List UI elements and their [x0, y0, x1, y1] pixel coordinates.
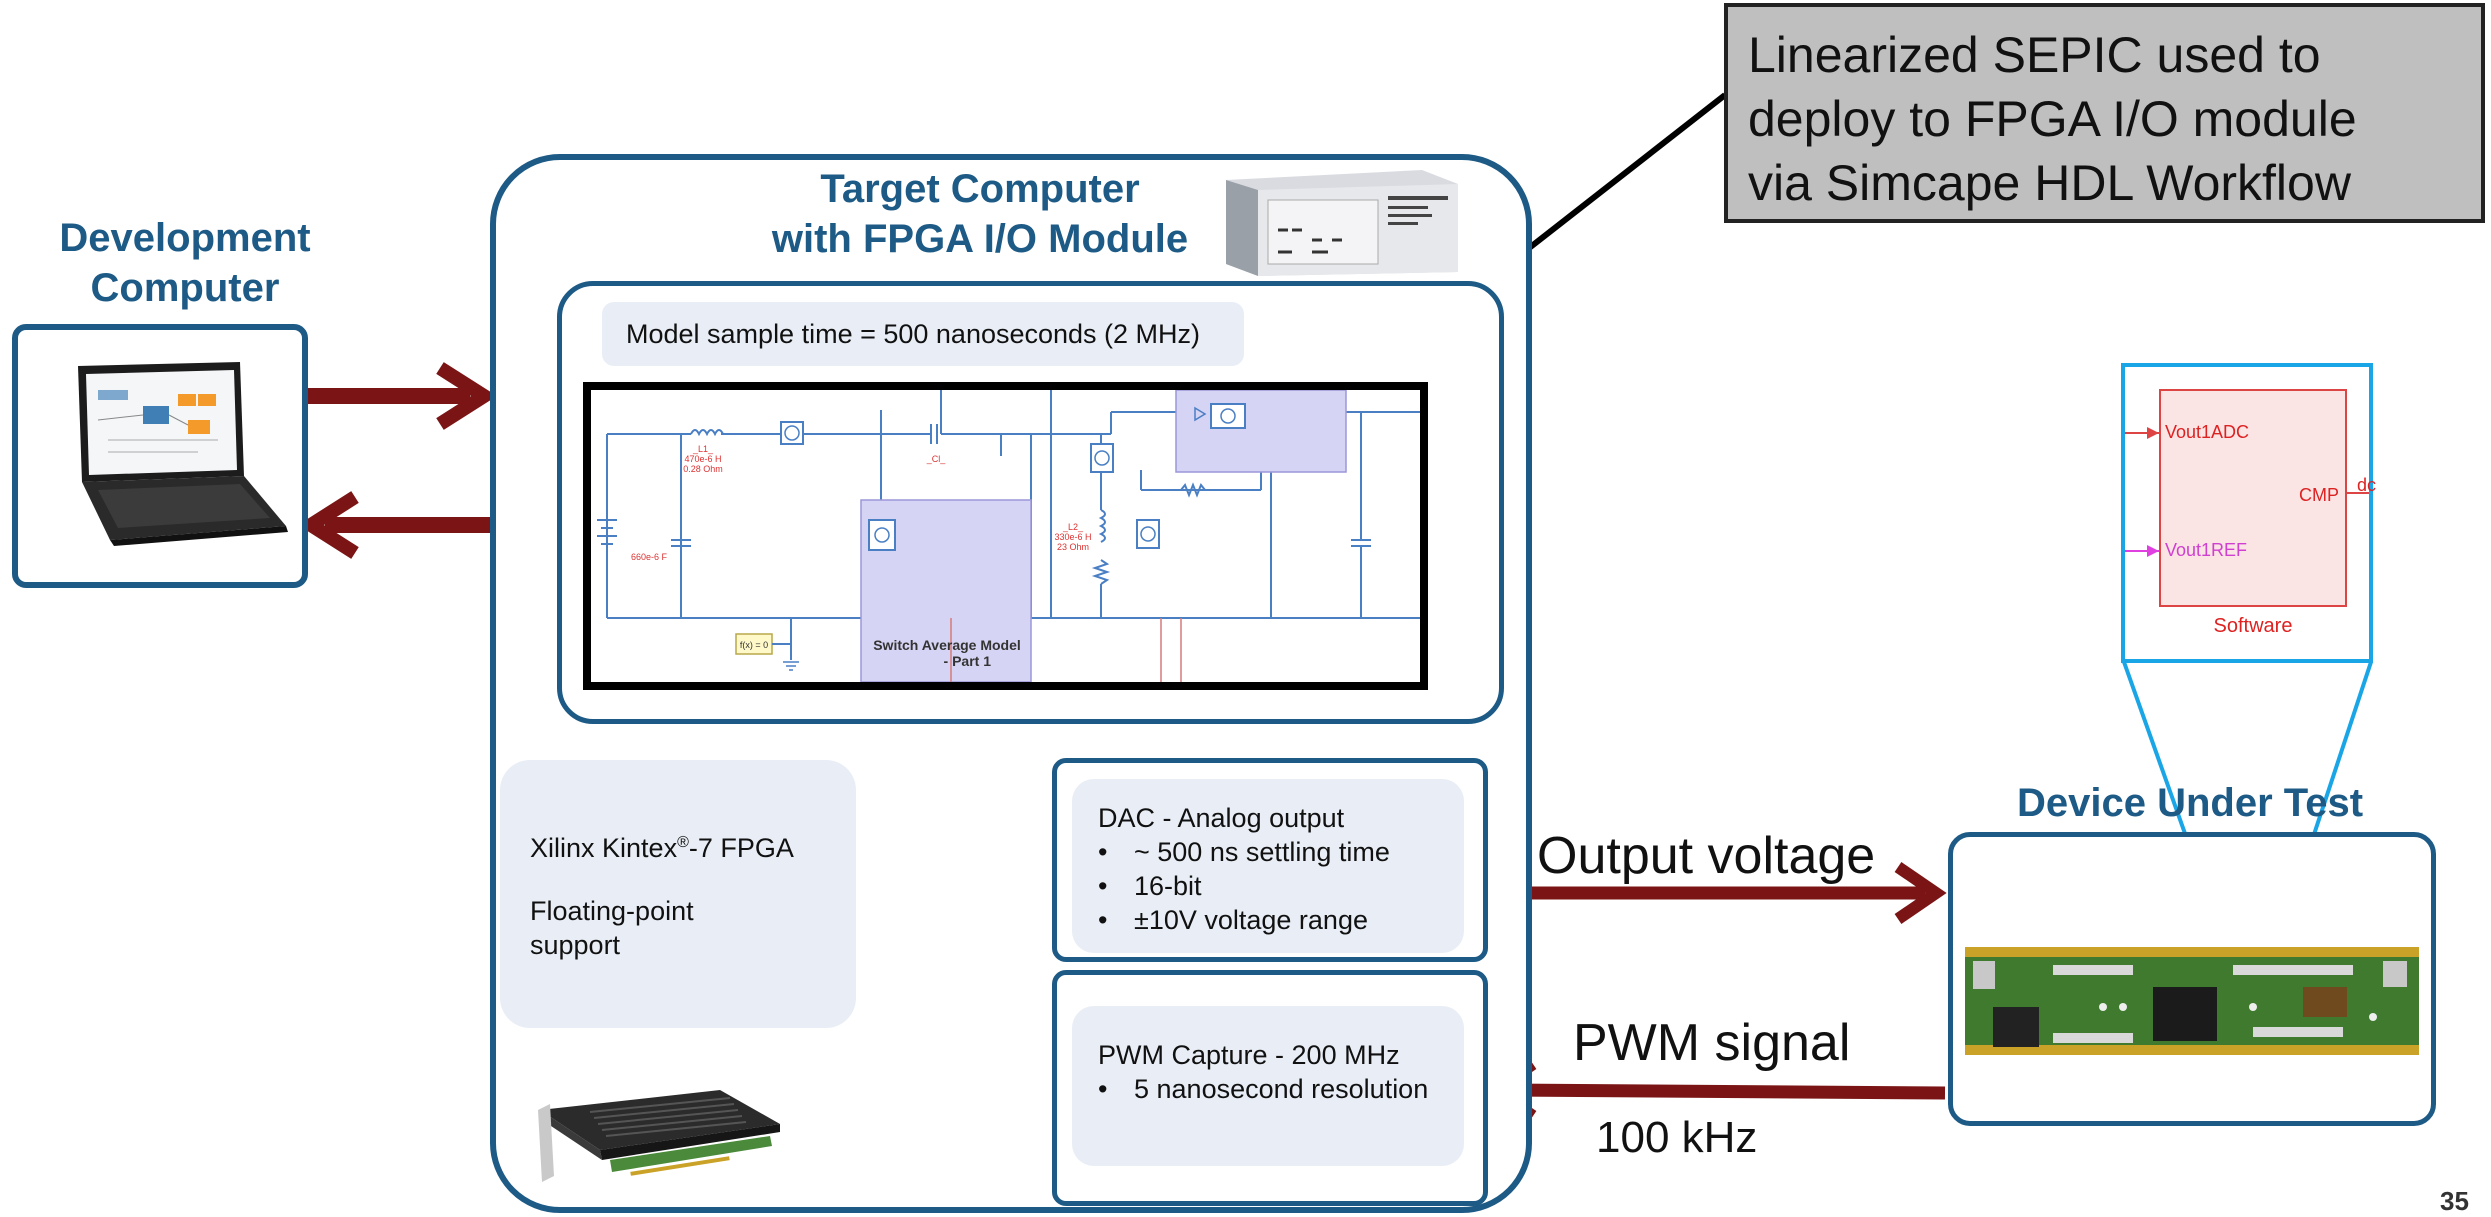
target-to-dev-arrow	[297, 491, 490, 559]
solver-label: f(x) = 0	[740, 640, 768, 650]
l1-name: _L1_	[692, 444, 714, 454]
dac-title: DAC - Analog output	[1098, 803, 1345, 833]
software-port-1: Vout1ADC	[2165, 422, 2250, 442]
laptop-image	[78, 362, 288, 546]
launchpad-board-image	[1965, 947, 2419, 1055]
callout-line-1: Linearized SEPIC used to	[1748, 27, 2321, 83]
device-under-test-title: Device Under Test	[2016, 781, 2364, 825]
capacitor-cl-icon	[930, 424, 938, 444]
fpga-support: Floating-point support	[530, 896, 694, 960]
fpga-card-image	[538, 1090, 780, 1182]
software-ports	[2125, 427, 2369, 557]
c1-label: _Cl_	[926, 454, 947, 464]
l1-value2: 0.28 Ohm	[683, 464, 723, 474]
c-left-value: 660e-6 F	[631, 552, 668, 562]
capacitor-left-icon	[671, 539, 691, 547]
pwm-bullet-1: 5 nanosecond resolution	[1098, 1072, 1428, 1106]
sepic-schematic: f(x) = 0 _L1_ 470e-6 H 0.28 Ohm _Cl_ 660…	[597, 390, 1420, 682]
pwm-capture-title: PWM Capture - 200 MHz	[1098, 1040, 1400, 1070]
l2-value1: 330e-6 H	[1054, 532, 1091, 542]
battery-icon	[597, 519, 617, 545]
pwm-capture-bullets: 5 nanosecond resolution	[1098, 1072, 1428, 1106]
fpga-name: Xilinx Kintex®-7 FPGA	[530, 833, 794, 863]
pwm-signal-label: PWM signal	[1573, 1014, 1851, 1072]
software-name: Software	[2213, 615, 2293, 637]
output-voltage-label: Output voltage	[1537, 827, 1876, 885]
ground-icon	[783, 661, 799, 671]
software-zoom-box: Vout1ADC Vout1REF CMP dc Software	[2121, 363, 2377, 663]
switch-average-line2: - Part 1	[944, 653, 992, 669]
software-output-cut: dc	[2357, 475, 2377, 495]
output-voltage-arrow	[1485, 862, 1947, 924]
device-under-test-box	[1948, 832, 2436, 1126]
software-output: CMP	[2299, 485, 2339, 505]
l2-name: _L2_	[1062, 522, 1084, 532]
callout-line-3: via Simcape HDL Workflow	[1748, 155, 2351, 211]
callout-box: Linearized SEPIC used to deploy to FPGA …	[1724, 3, 2485, 223]
dev-to-target-arrow	[305, 362, 498, 430]
dac-panel: DAC - Analog output ~ 500 ns settling ti…	[1072, 779, 1464, 953]
l2-value2: 23 Ohm	[1057, 542, 1089, 552]
dac-bullet-1: ~ 500 ns settling time	[1098, 835, 1390, 869]
inductor-l2-icon	[1098, 509, 1106, 543]
dac-bullet-3: ±10V voltage range	[1098, 903, 1390, 937]
model-sample-time-label: Model sample time = 500 nanoseconds (2 M…	[626, 319, 1201, 349]
inductor-l1-icon	[690, 429, 724, 437]
schematic-frame: f(x) = 0 _L1_ 470e-6 H 0.28 Ohm _Cl_ 660…	[583, 382, 1428, 690]
target-machine-image	[1226, 170, 1458, 276]
ammeter-block	[780, 421, 804, 445]
switch-average-line1: Switch Average Model	[873, 637, 1021, 653]
page-number: 35	[2440, 1186, 2469, 1216]
development-computer-title: Development Computer	[59, 216, 311, 310]
dac-bullet-2: 16-bit	[1098, 869, 1390, 903]
callout-line-2: deploy to FPGA I/O module	[1748, 91, 2357, 147]
development-computer-box	[12, 324, 308, 588]
diode-subsystem	[1175, 390, 1347, 473]
pwm-capture-panel: PWM Capture - 200 MHz 5 nanosecond resol…	[1072, 1006, 1464, 1166]
l1-value1: 470e-6 H	[684, 454, 721, 464]
software-subsystem-block	[2159, 389, 2347, 607]
dac-bullets: ~ 500 ns settling time 16-bit ±10V volta…	[1098, 835, 1390, 937]
frequency-label: 100 kHz	[1596, 1113, 1758, 1162]
software-port-2: Vout1REF	[2165, 540, 2248, 560]
target-computer-title: Target Computer with FPGA I/O Module	[771, 167, 1189, 261]
model-sample-time-panel: Model sample time = 500 nanoseconds (2 M…	[602, 302, 1244, 366]
fpga-panel: Xilinx Kintex®-7 FPGA Floating-point sup…	[500, 760, 856, 1028]
